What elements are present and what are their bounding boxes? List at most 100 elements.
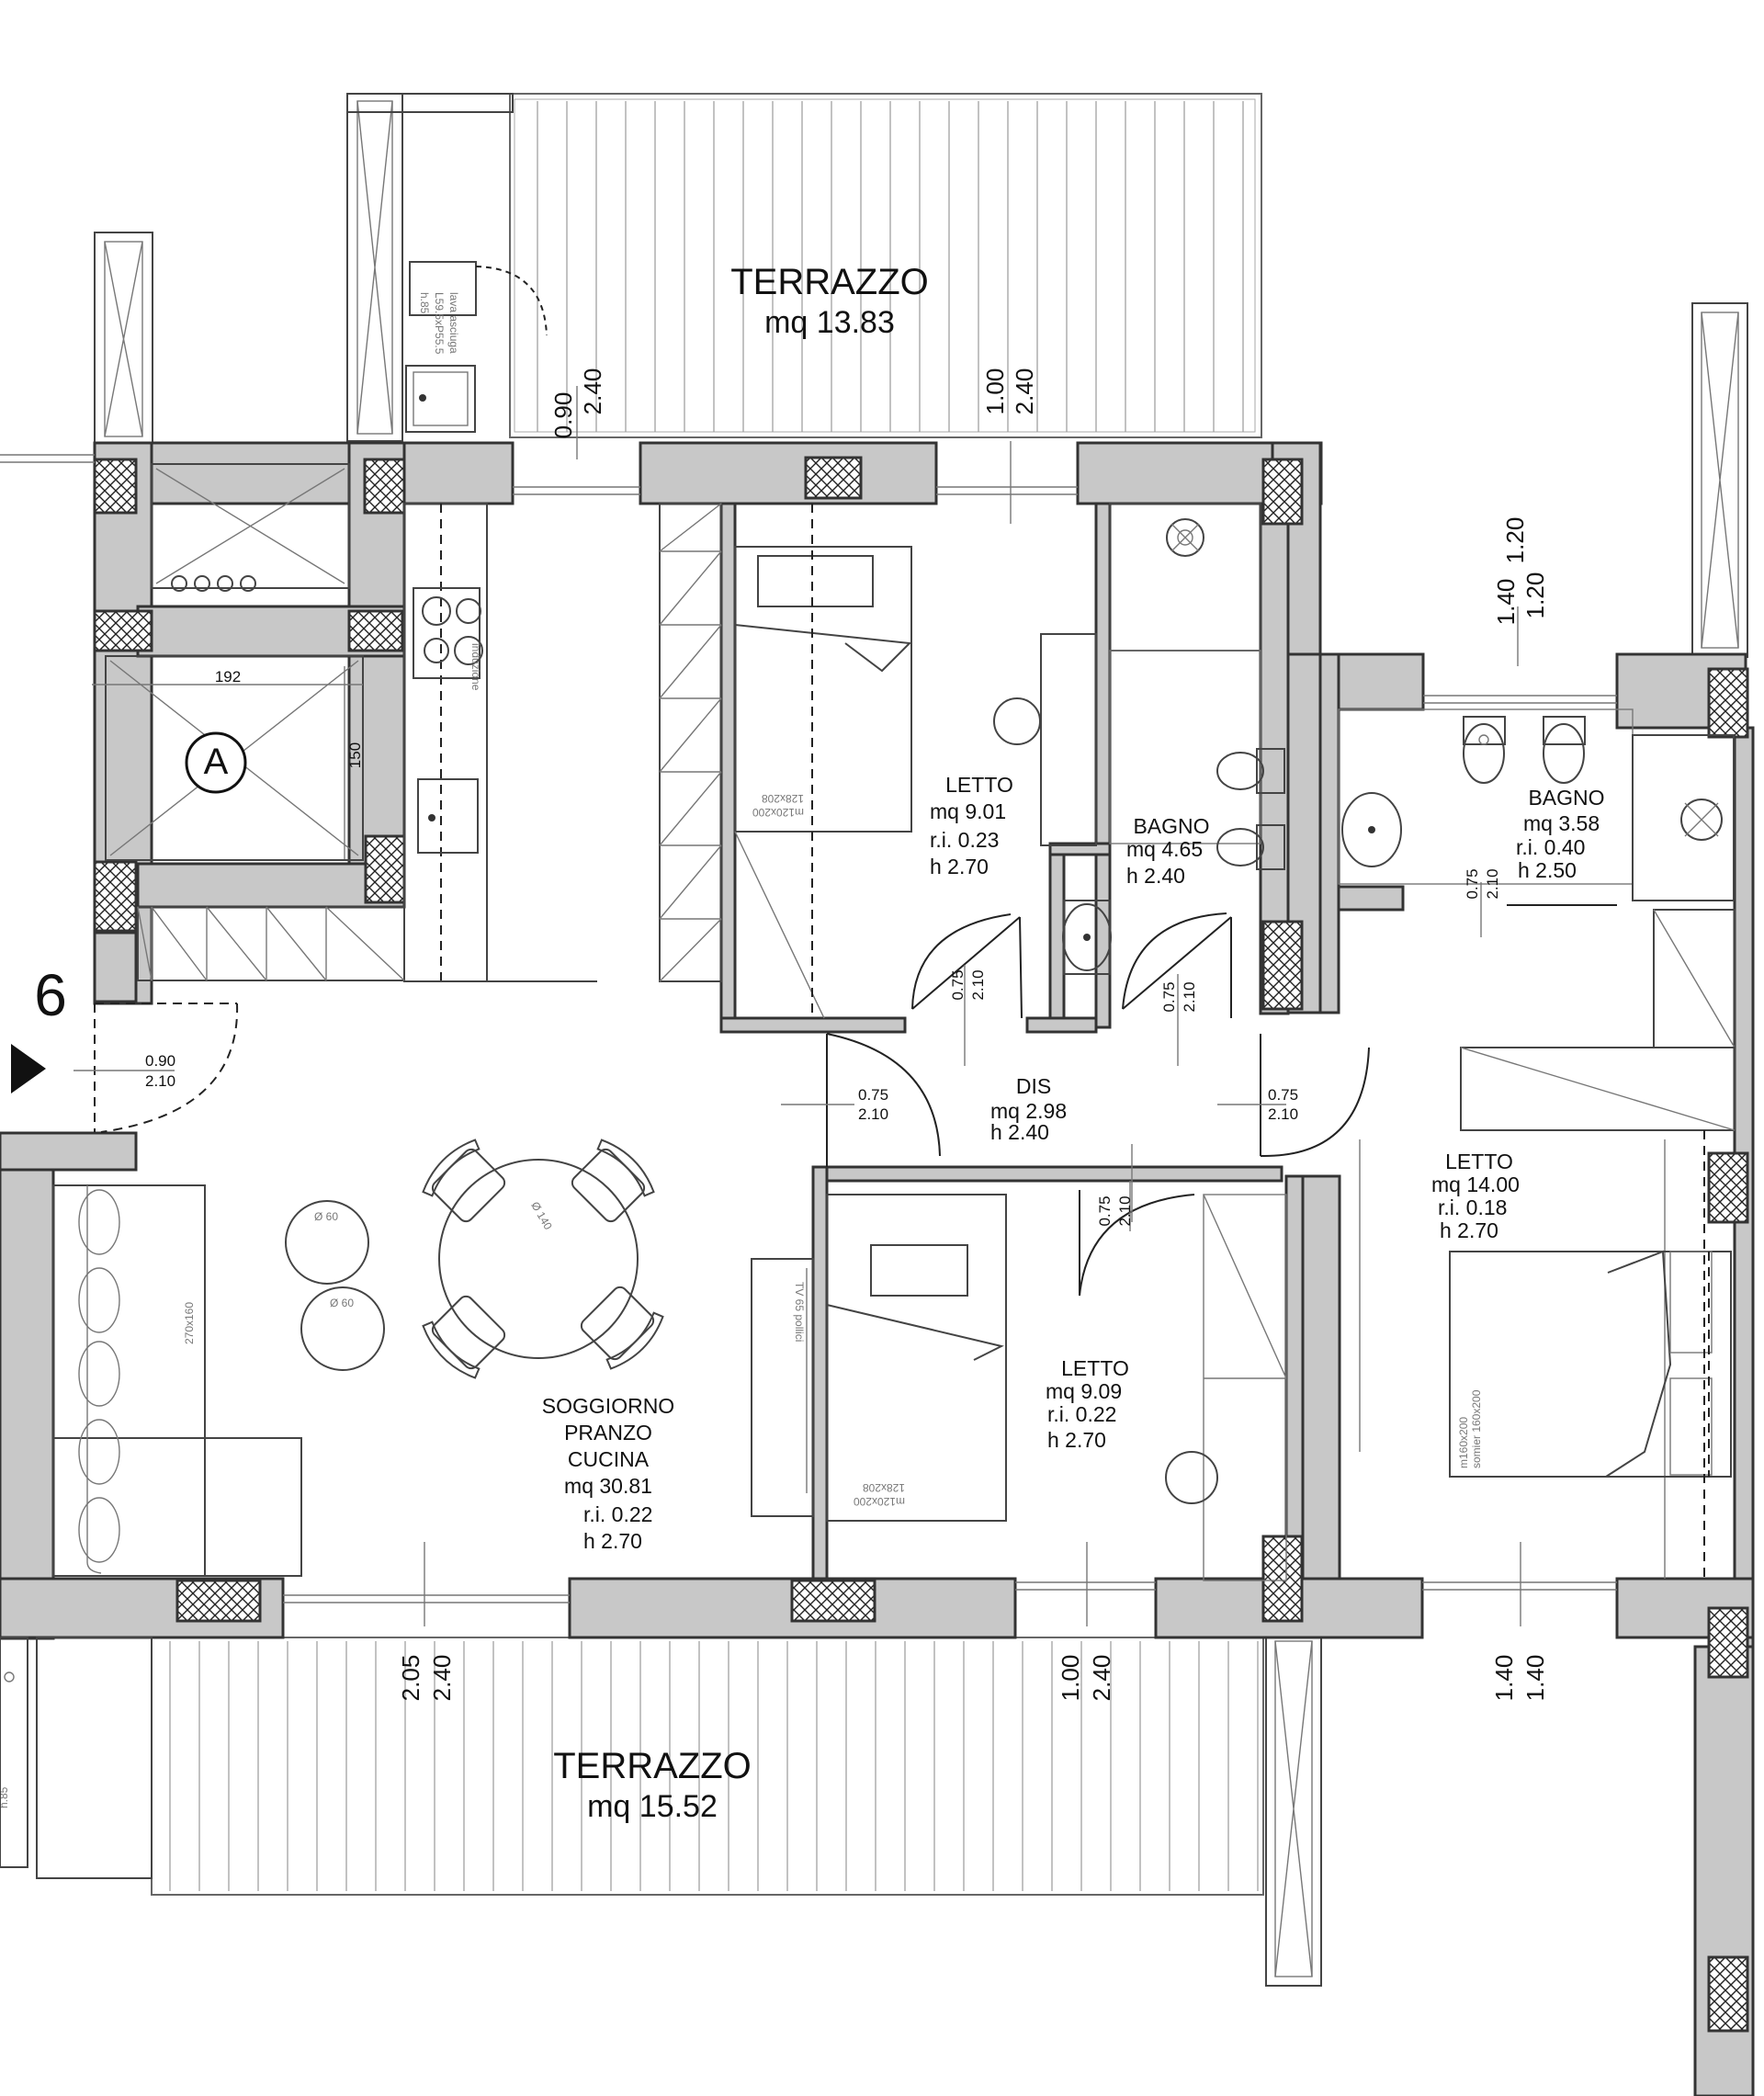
door-bath1-h: 2.10 (1181, 981, 1198, 1012)
bedroom-3-furniture (1449, 1130, 1732, 1579)
note-hob: induzione (469, 643, 482, 691)
letto-1-area: mq 9.01 (930, 799, 1006, 823)
window-case-left-top (94, 232, 153, 447)
bagno-2-ri: r.i. 0.40 (1516, 835, 1585, 859)
elevator-depth: 150 (346, 742, 364, 768)
dining-chair (422, 1139, 506, 1223)
elevator-width: 192 (215, 668, 241, 685)
note-bed-3: m160x200 (1457, 1417, 1470, 1468)
living-furniture (52, 1139, 1361, 1577)
dim-top-win1-h: 2.40 (579, 368, 606, 415)
dis-height: h 2.40 (990, 1120, 1049, 1144)
letto-2-height: h 2.70 (1047, 1428, 1106, 1452)
bagno-1-area: mq 4.65 (1126, 837, 1203, 861)
terrace-top-area: mq 13.83 (764, 305, 895, 340)
living-label-2: PRANZO (564, 1421, 652, 1445)
door-bath2-h: 2.10 (1484, 868, 1501, 899)
note-bed-3b: somier 160x200 (1470, 1389, 1483, 1468)
dim-bath-win-w: 1.40 (1492, 579, 1520, 626)
note-bed-2b: 128x208 (863, 1481, 905, 1494)
entrance-height: 2.10 (145, 1072, 175, 1090)
dim-top-win1-w: 0.90 (549, 392, 577, 439)
wardrobe-bedroom-3 (1460, 909, 1736, 1579)
doors (94, 912, 1370, 1297)
window-case-balcony-top (346, 93, 514, 442)
dim-bath-win-h: 1.20 (1501, 517, 1529, 564)
kitchen-counter (137, 503, 597, 982)
door-bed1-h: 2.10 (969, 969, 987, 1000)
letto-2-area: mq 9.09 (1046, 1379, 1122, 1403)
letto-3-name: LETTO (1445, 1150, 1513, 1173)
letto-2-ri: r.i. 0.22 (1047, 1402, 1116, 1426)
living-area: mq 30.81 (564, 1474, 652, 1498)
letto-3-height: h 2.70 (1440, 1218, 1498, 1242)
note-washer-h: h.85 (418, 292, 431, 314)
dis-name: DIS (1016, 1074, 1051, 1098)
note-bed-1b: 128x208 (762, 792, 804, 805)
note-sofa: 270x160 (183, 1302, 196, 1344)
dim-bot-win2-w: 1.00 (1057, 1655, 1084, 1702)
bathroom-2-fixtures (1338, 708, 1735, 906)
note-washer-dims: L59.5xP55.5 (433, 292, 446, 355)
dim-bot-win1-h: 2.40 (428, 1655, 456, 1702)
bottom-left-cabinets (0, 1637, 153, 1879)
furniture-notes: lava asciuga L59.5xP55.5 h.85 induzione … (0, 292, 1483, 1808)
door-bed3-h: 2.10 (1268, 1105, 1298, 1123)
note-table: Ø 140 (528, 1199, 555, 1232)
living-height: h 2.70 (583, 1529, 642, 1553)
dining-chair (422, 1295, 506, 1379)
note-washer: lava asciuga (447, 292, 460, 354)
window-case-bottom-right (1265, 1631, 1322, 1987)
note-ottoman-1: Ø 60 (314, 1210, 338, 1223)
bagno-1-height: h 2.40 (1126, 864, 1185, 888)
room-labels: TERRAZZO mq 13.83 TERRAZZO mq 15.52 SOGG… (34, 262, 1604, 1824)
terrace-bottom-decking (151, 1637, 1264, 1896)
letto-1-height: h 2.70 (930, 855, 989, 878)
dim-bot-win1-w: 2.05 (397, 1655, 424, 1702)
dimension-leaders (74, 386, 1521, 1626)
door-bed2-w: 0.75 (1096, 1195, 1114, 1226)
terrace-bottom-area: mq 15.52 (587, 1789, 718, 1824)
note-tv: TV 65 pollici (793, 1282, 806, 1342)
wardrobe-bedroom-1 (659, 503, 722, 982)
elevator-shaft (92, 463, 364, 861)
letto-3-ri: r.i. 0.18 (1438, 1195, 1507, 1219)
letto-2-name: LETTO (1061, 1356, 1129, 1380)
note-bed-1: m120x200 (752, 806, 804, 819)
bagno-2-area: mq 3.58 (1523, 811, 1600, 835)
dim-bot-win2-h: 2.40 (1088, 1655, 1115, 1702)
door-bath2-w: 0.75 (1464, 868, 1481, 899)
letto-3-area: mq 14.00 (1431, 1173, 1520, 1196)
door-bath1-w: 0.75 (1160, 981, 1178, 1012)
terrace-top-decking (509, 93, 1262, 438)
dim-top-win2-h: 2.40 (1011, 368, 1038, 415)
dim-bot-win3-w: 1.40 (1490, 1655, 1518, 1702)
entrance-arrow-icon (11, 1044, 46, 1093)
bagno-1-name: BAGNO (1133, 814, 1209, 838)
bagno-2-name: BAGNO (1528, 786, 1604, 810)
living-label-3: CUCINA (568, 1447, 650, 1471)
dis-area: mq 2.98 (990, 1099, 1067, 1123)
door-bed1-w: 0.75 (949, 969, 967, 1000)
bedroom-1-furniture (734, 504, 1097, 1019)
dim-bot-win3-h: 1.40 (1521, 1655, 1549, 1702)
entrance-width: 0.90 (145, 1052, 175, 1070)
door-living-w: 0.75 (858, 1086, 888, 1104)
dim-top-win2-w: 1.00 (981, 368, 1009, 415)
dining-chair (580, 1286, 664, 1370)
door-bed2-h: 2.10 (1116, 1195, 1134, 1226)
living-label-1: SOGGIORNO (542, 1394, 674, 1418)
elevator-symbol: A (204, 742, 229, 782)
dimension-labels: 0.90 2.40 1.00 2.40 1.40 1.20 1.20 2.05 … (397, 368, 1549, 1702)
bedroom-2-furniture (751, 1194, 1287, 1581)
door-bed3-w: 0.75 (1268, 1086, 1298, 1104)
bagno-2-height: h 2.50 (1518, 858, 1577, 882)
terrace-top-name: TERRAZZO (730, 262, 929, 302)
dim-bath-win-h2: 1.20 (1521, 572, 1549, 619)
note-side-h: h.85 (0, 1786, 10, 1808)
door-living-h: 2.10 (858, 1105, 888, 1123)
letto-1-name: LETTO (945, 773, 1013, 797)
window-case-right-top (1691, 302, 1748, 658)
note-ottoman-2: Ø 60 (330, 1297, 354, 1309)
